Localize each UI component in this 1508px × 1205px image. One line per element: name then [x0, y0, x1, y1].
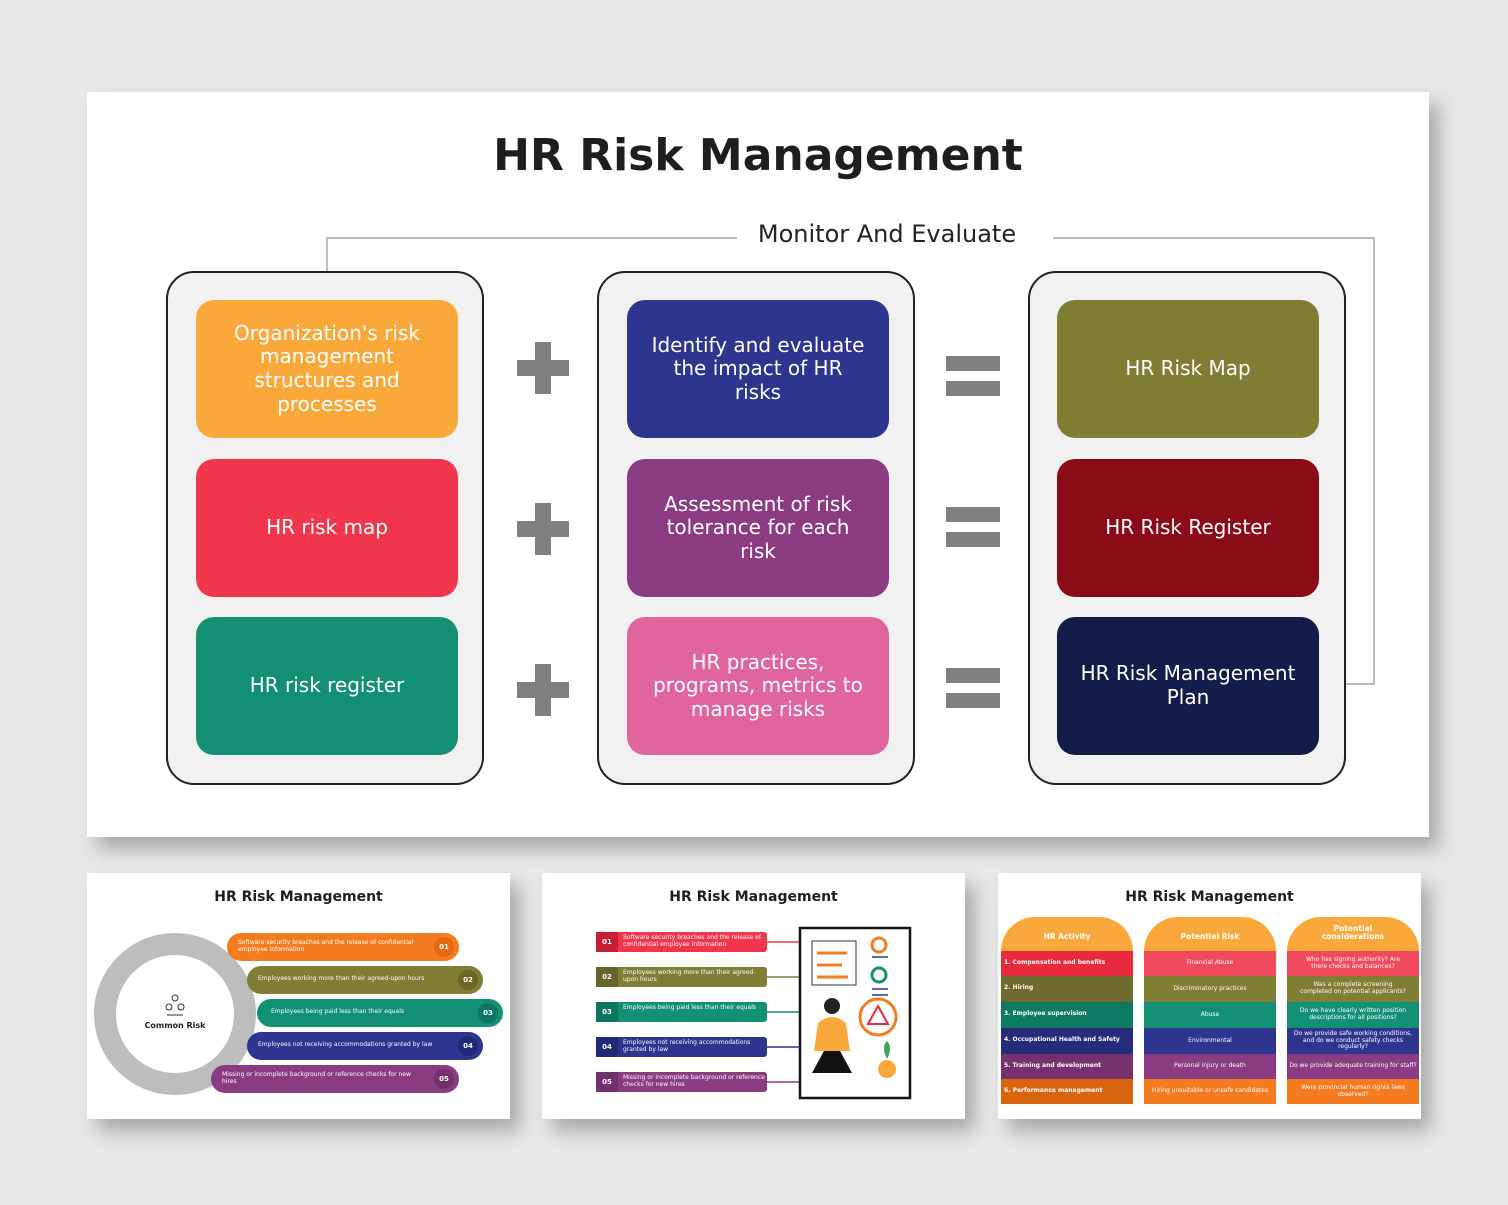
- table-cell: Do we provide safe working conditions, a…: [1287, 1028, 1419, 1054]
- panel-process: Identify and evaluate the impact of HR r…: [597, 271, 915, 785]
- risk-illustration: [767, 926, 912, 1100]
- card-output-risk-map: HR Risk Map: [1057, 300, 1319, 438]
- card-hr-risk-register: HR risk register: [196, 617, 458, 755]
- table-cell: Hiring unsuitable or unsafe candidates: [1144, 1079, 1276, 1104]
- equals-icon: [946, 356, 1000, 396]
- card-org-structures: Organization's risk management structure…: [196, 300, 458, 438]
- card-hr-risk-map: HR risk map: [196, 459, 458, 597]
- table-cell: Financial Abuse: [1144, 951, 1276, 976]
- table-cell: Abuse: [1144, 1002, 1276, 1028]
- main-slide: HR Risk Management Monitor And Evaluate …: [87, 92, 1429, 837]
- list-item: 02 Employees working more than their agr…: [596, 967, 767, 987]
- table-row: 6. Performance management: [1001, 1079, 1133, 1104]
- thumbnail-slide-risk-table[interactable]: HR Risk Management HR Activity Potential…: [998, 873, 1421, 1119]
- panel-outputs: HR Risk Map HR Risk Register HR Risk Man…: [1028, 271, 1346, 785]
- monitor-evaluate-label: Monitor And Evaluate: [737, 220, 1037, 248]
- thumbnail-slide-common-risk[interactable]: HR Risk Management Common Risk Software …: [87, 873, 510, 1119]
- common-risk-ring: [94, 933, 256, 1095]
- list-item: 04 Employees not receiving accommodation…: [596, 1037, 767, 1057]
- equals-icon: [946, 668, 1000, 708]
- table-header: Potential considerations: [1287, 917, 1419, 951]
- slide-title: HR Risk Management: [493, 130, 1023, 181]
- list-item: Employees not receiving accommodations g…: [247, 1032, 483, 1060]
- list-item: Missing or incomplete background or refe…: [211, 1065, 459, 1093]
- table-row: 1. Compensation and benefits: [1001, 951, 1133, 976]
- list-item: Employees being paid less than their equ…: [257, 999, 503, 1027]
- list-item: 05 Missing or incomplete background or r…: [596, 1072, 767, 1092]
- common-risk-label: Common Risk: [144, 1021, 206, 1030]
- plus-icon: [517, 503, 569, 555]
- list-item: 01 Software security breaches and the re…: [596, 932, 767, 952]
- table-row: 3. Employee supervision: [1001, 1002, 1133, 1028]
- table-header: HR Activity: [1001, 917, 1133, 951]
- table-row: 2. Hiring: [1001, 976, 1133, 1002]
- table-cell: Discriminatory practices: [1144, 976, 1276, 1002]
- table-cell: Were provincial human rights laws observ…: [1287, 1079, 1419, 1104]
- card-output-risk-register: HR Risk Register: [1057, 459, 1319, 597]
- card-hr-practices: HR practices, programs, metrics to manag…: [627, 617, 889, 755]
- card-output-management-plan: HR Risk Management Plan: [1057, 617, 1319, 755]
- table-row: 5. Training and development: [1001, 1054, 1133, 1079]
- table-cell: Do we provide adequate training for staf…: [1287, 1054, 1419, 1079]
- table-cell: Was a complete screening completed on po…: [1287, 976, 1419, 1002]
- list-item: Software security breaches and the relea…: [227, 933, 459, 961]
- card-identify-evaluate: Identify and evaluate the impact of HR r…: [627, 300, 889, 438]
- card-risk-tolerance: Assessment of risk tolerance for each ri…: [627, 459, 889, 597]
- table-cell: Environmental: [1144, 1028, 1276, 1054]
- table-cell: Who has signing authority? Are there che…: [1287, 951, 1419, 976]
- plus-icon: [517, 664, 569, 716]
- thumbnail-title: HR Risk Management: [1125, 889, 1294, 905]
- table-cell: Do we have clearly written position desc…: [1287, 1002, 1419, 1028]
- list-item: Employees working more than their agreed…: [247, 966, 483, 994]
- thumbnail-title: HR Risk Management: [214, 889, 383, 905]
- thumbnail-title: HR Risk Management: [669, 889, 838, 905]
- table-header: Potential Risk: [1144, 917, 1276, 951]
- panel-inputs: Organization's risk management structure…: [166, 271, 484, 785]
- table-cell: Personal injury or death: [1144, 1054, 1276, 1079]
- table-row: 4. Occupational Health and Safety: [1001, 1028, 1133, 1054]
- thumbnail-slide-risk-list[interactable]: HR Risk Management 01 Software security …: [542, 873, 965, 1119]
- plus-icon: [517, 342, 569, 394]
- list-item: 03 Employees being paid less than their …: [596, 1002, 767, 1022]
- equals-icon: [946, 507, 1000, 547]
